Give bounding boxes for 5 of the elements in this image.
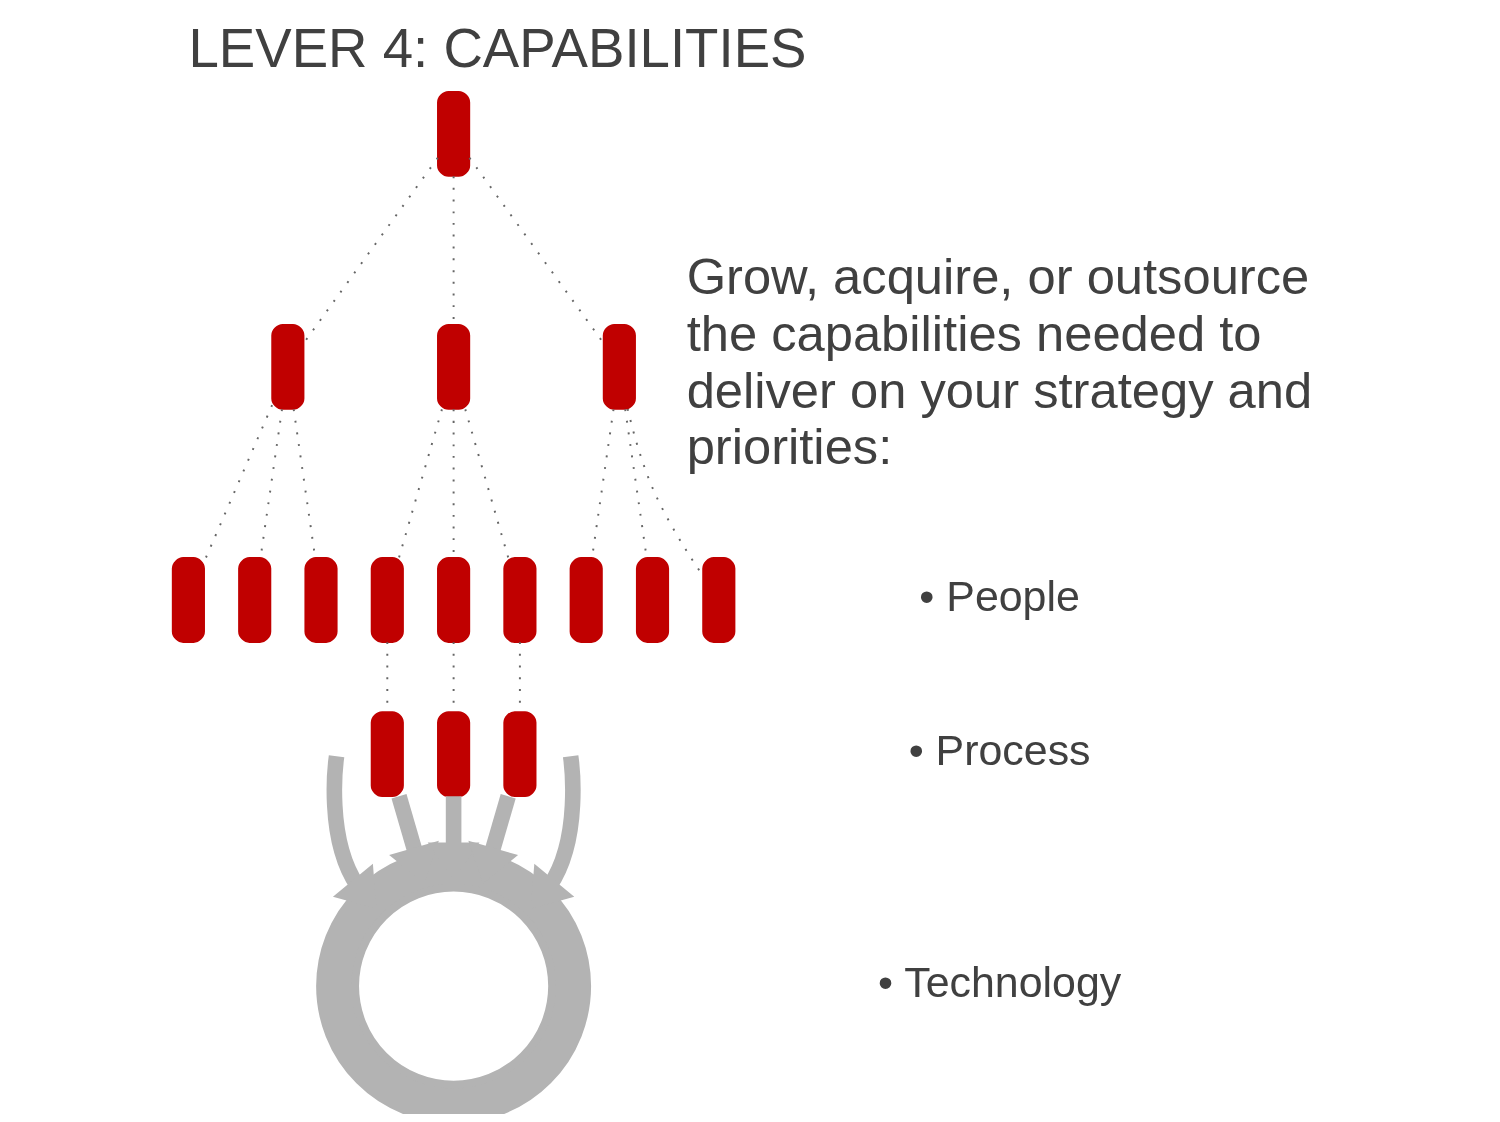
label: • Technology <box>877 958 1121 1007</box>
diagram-title: LEVER 4: CAPABILITIES <box>188 18 806 80</box>
label: • Process <box>908 725 1091 774</box>
label: Grow, acquire, or outsource the capabilities needed to deliver on your strategy and priorities: <box>686 248 1312 476</box>
label: • People <box>918 571 1080 620</box>
